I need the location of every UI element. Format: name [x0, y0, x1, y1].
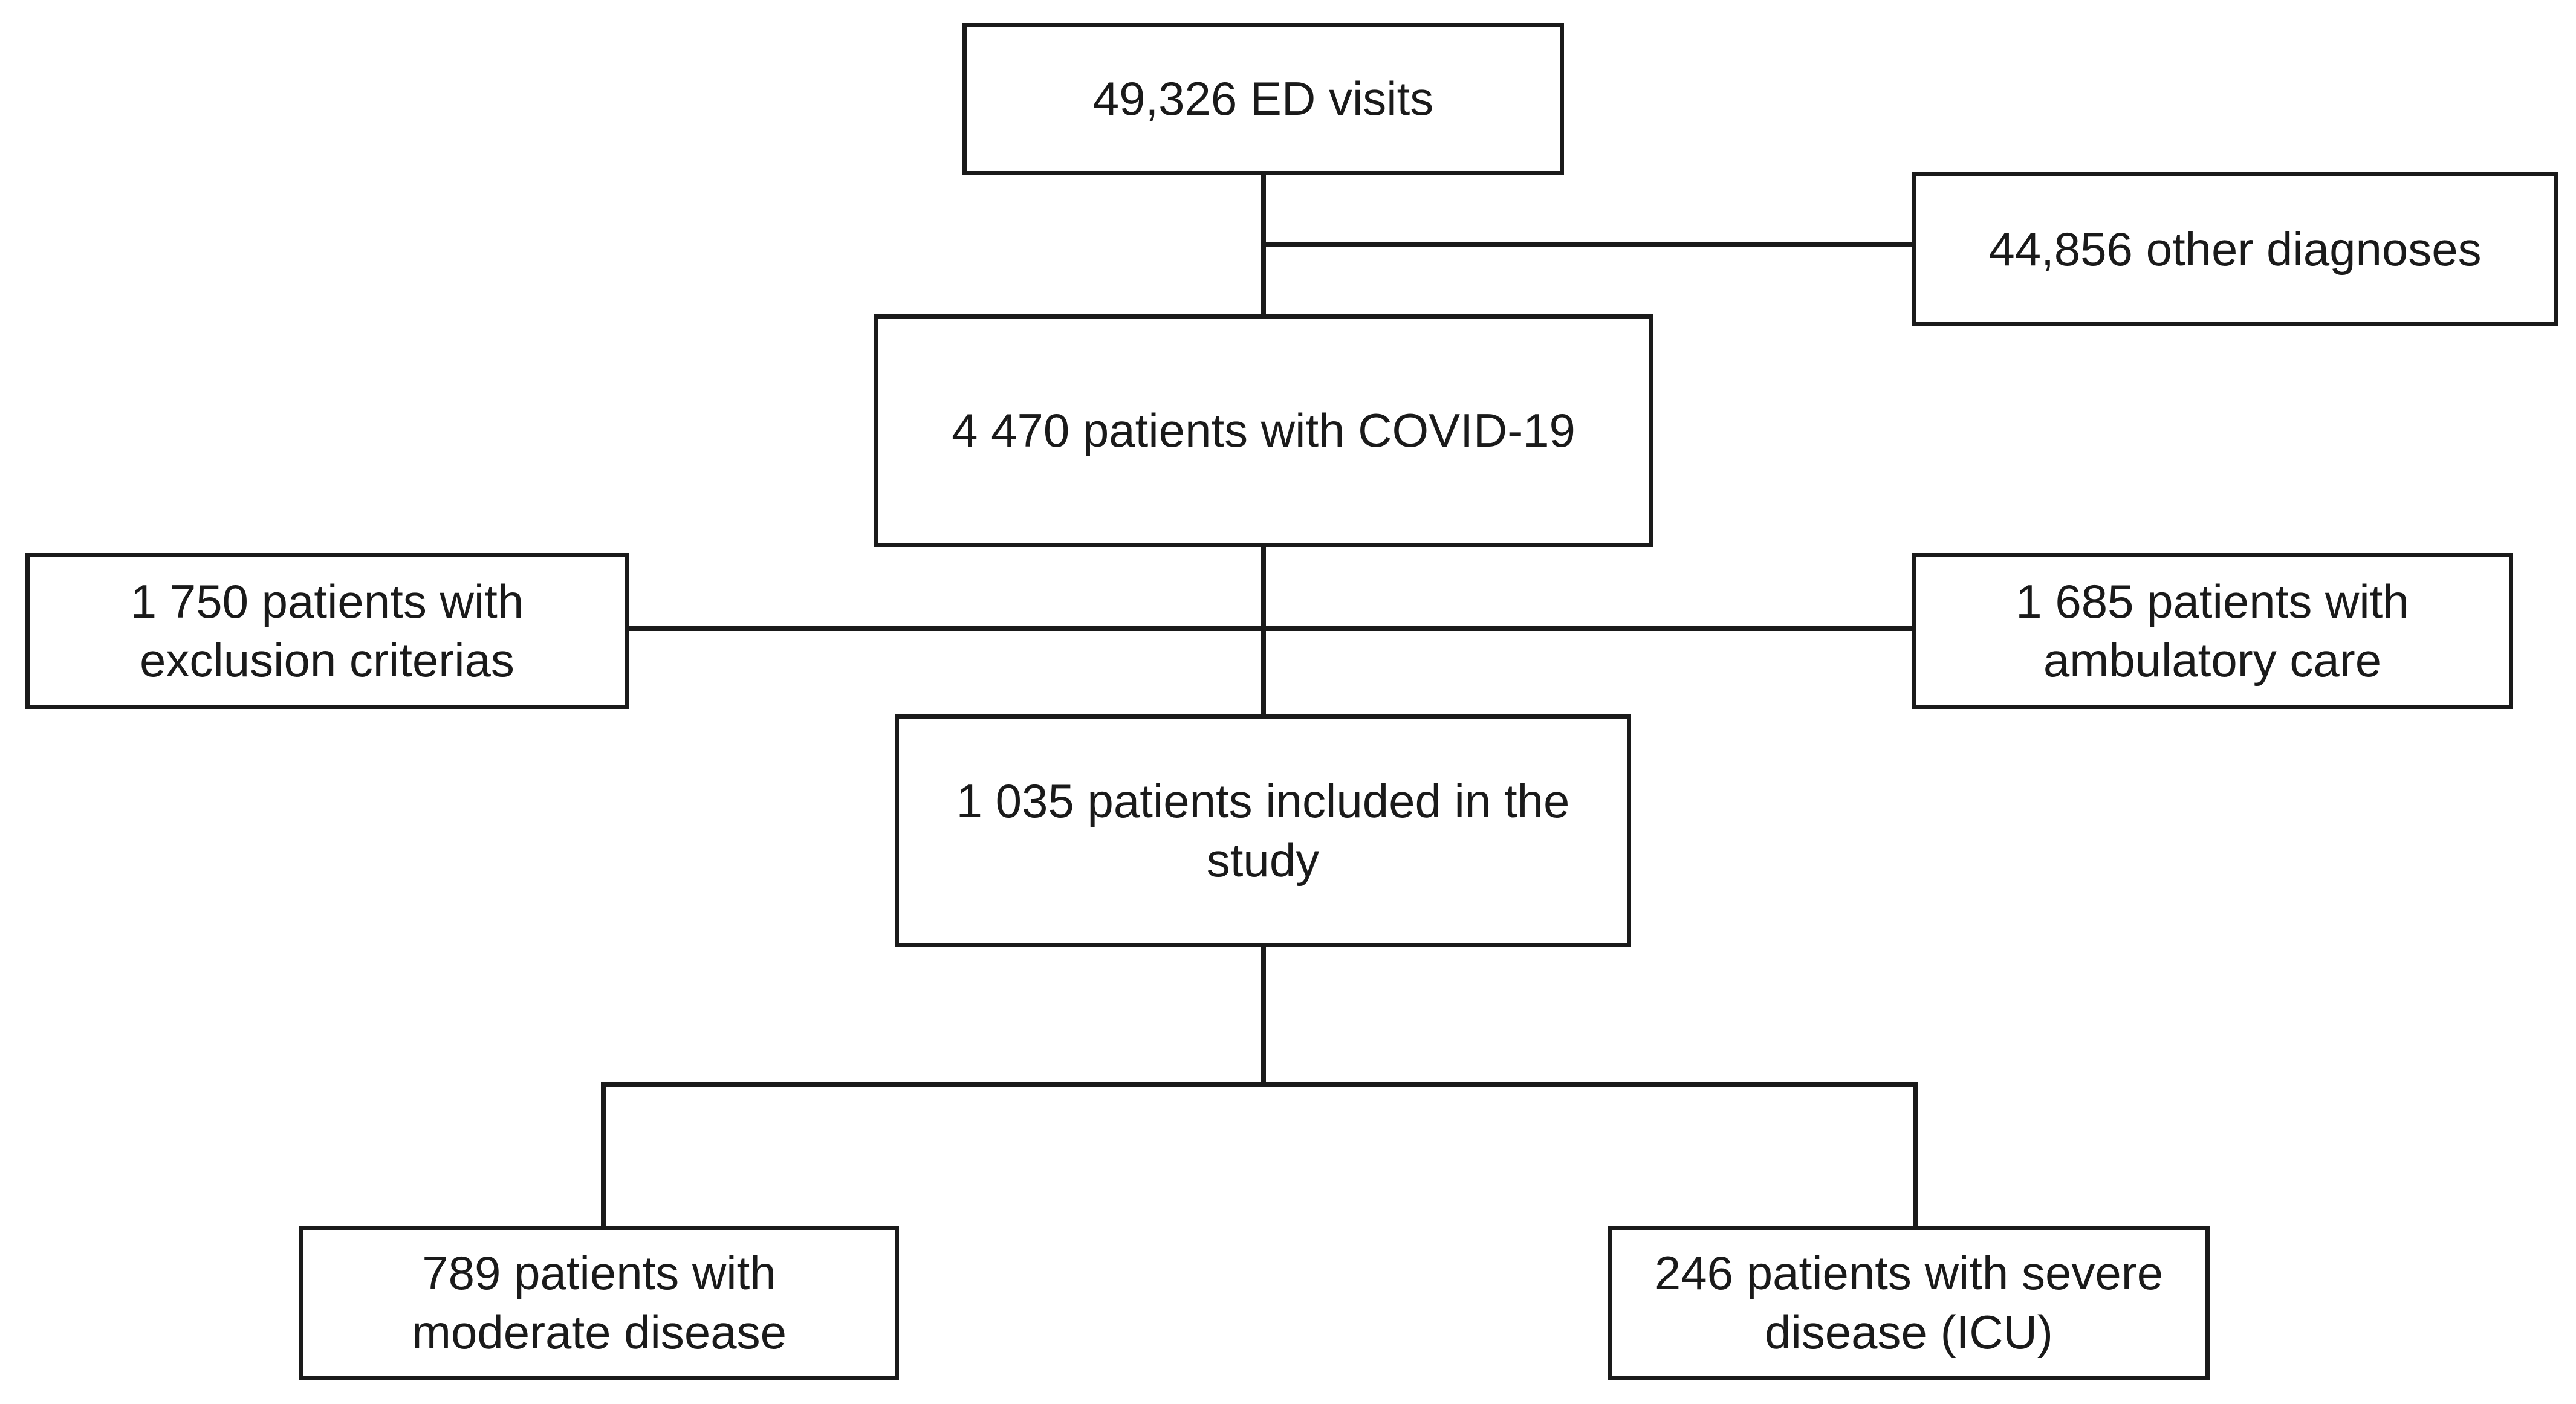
- box-included-line-2: study: [1206, 833, 1320, 887]
- box-exclusion-criterias: 1 750 patients with exclusion criterias: [25, 553, 629, 709]
- box-included-in-study: 1 035 patients included in the study: [895, 714, 1631, 947]
- box-exclusion-line-1: 1 750 patients with: [130, 574, 524, 628]
- box-moderate-disease: 789 patients with moderate disease: [299, 1226, 899, 1380]
- box-ambulatory-care: 1 685 patients with ambulatory care: [1912, 553, 2513, 709]
- box-covid-patients-line-1: 4 470 patients with COVID-19: [952, 403, 1575, 457]
- box-severe-disease: 246 patients with severe disease (ICU): [1608, 1226, 2210, 1380]
- box-covid-patients-text: 4 470 patients with COVID-19: [952, 401, 1575, 461]
- box-moderate-disease-text: 789 patients with moderate disease: [412, 1244, 787, 1362]
- box-other-diagnoses: 44,856 other diagnoses: [1912, 172, 2558, 326]
- box-exclusion-criterias-text: 1 750 patients with exclusion criterias: [131, 572, 524, 690]
- box-included-in-study-text: 1 035 patients included in the study: [956, 772, 1570, 890]
- box-ed-visits-line-1: 49,326 ED visits: [1092, 72, 1434, 126]
- box-exclusion-line-2: exclusion criterias: [140, 633, 514, 687]
- box-ambulatory-line-2: ambulatory care: [2043, 633, 2382, 687]
- box-moderate-line-1: 789 patients with: [422, 1246, 776, 1299]
- box-other-diagnoses-text: 44,856 other diagnoses: [1988, 220, 2481, 279]
- box-included-line-1: 1 035 patients included in the: [956, 774, 1570, 827]
- box-other-diagnoses-line-1: 44,856 other diagnoses: [1988, 222, 2482, 276]
- box-ambulatory-care-text: 1 685 patients with ambulatory care: [2016, 572, 2409, 690]
- box-covid-patients: 4 470 patients with COVID-19: [874, 314, 1653, 547]
- box-ambulatory-line-1: 1 685 patients with: [2016, 574, 2409, 628]
- box-severe-line-1: 246 patients with severe: [1654, 1246, 2164, 1299]
- box-ed-visits-text: 49,326 ED visits: [1093, 70, 1434, 129]
- box-moderate-line-2: moderate disease: [411, 1305, 787, 1359]
- box-severe-line-2: disease (ICU): [1765, 1305, 2053, 1359]
- box-severe-disease-text: 246 patients with severe disease (ICU): [1655, 1244, 2163, 1362]
- box-ed-visits: 49,326 ED visits: [962, 23, 1564, 175]
